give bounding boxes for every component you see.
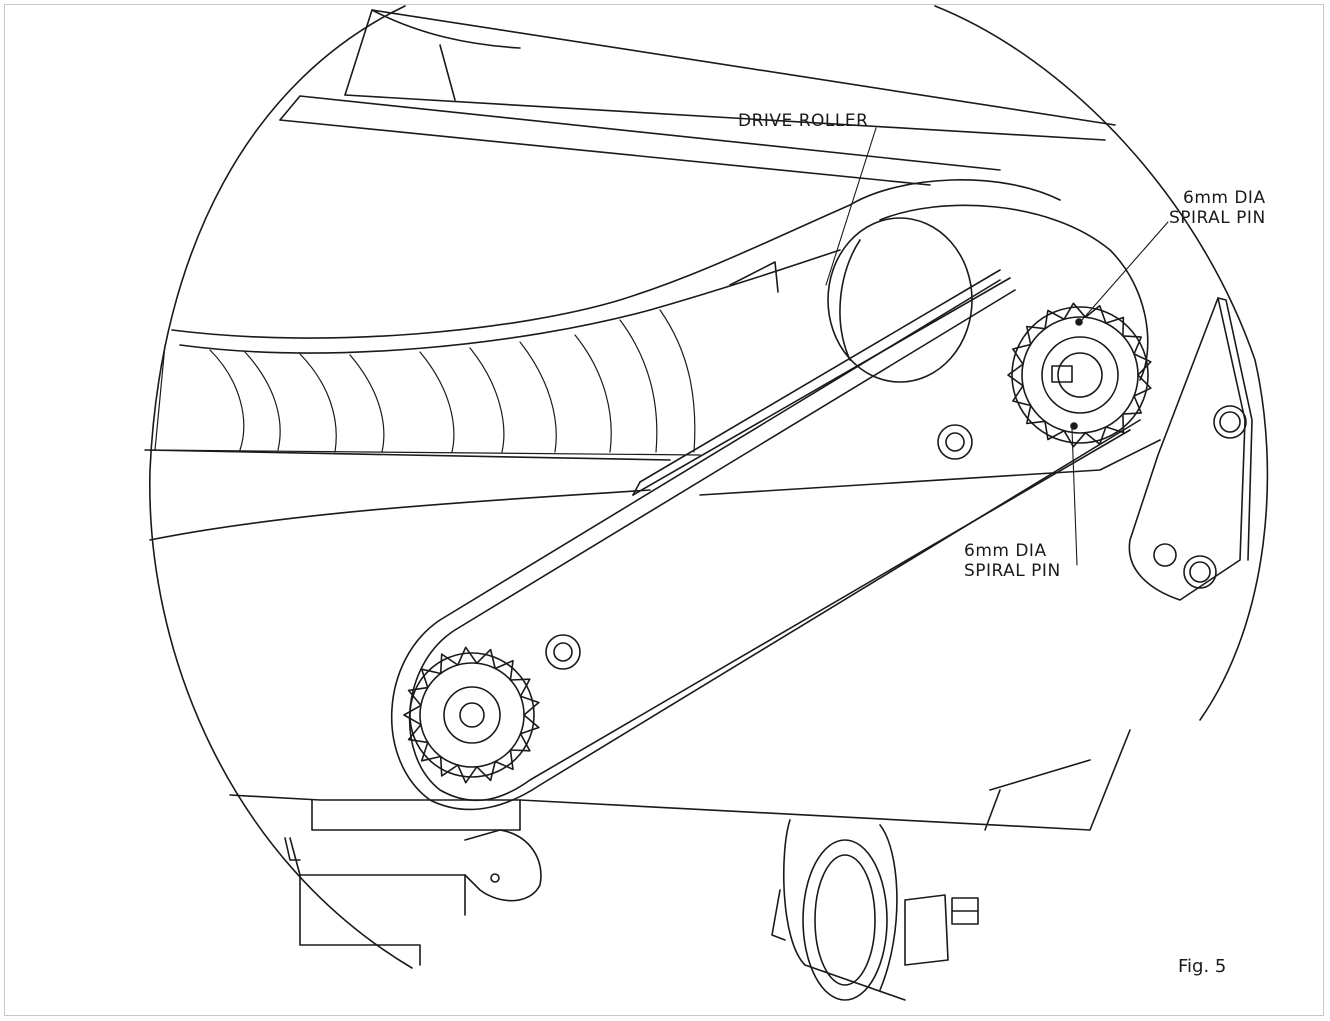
guard-standoff-lower bbox=[545, 634, 581, 670]
foot-assembly-left bbox=[284, 799, 542, 966]
lower-sprocket bbox=[403, 646, 540, 784]
spiral-pin-lower-label-line2: SPIRAL PIN bbox=[964, 561, 1061, 581]
spiral-pin-upper-label-line1: 6mm DIA bbox=[1183, 188, 1266, 208]
caster-wheel-assembly bbox=[771, 819, 979, 1001]
upper-sprocket bbox=[1007, 302, 1152, 448]
spiral-pin-upper-label-line2: SPIRAL PIN bbox=[1169, 208, 1266, 228]
leader-lines bbox=[825, 127, 1169, 566]
mounting-bracket bbox=[1128, 297, 1253, 601]
upper-frame bbox=[171, 9, 1116, 354]
chain-guard bbox=[391, 269, 1141, 811]
spiral-pin-lower bbox=[1070, 422, 1078, 430]
spiral-pin-upper bbox=[1075, 318, 1083, 326]
drive-roller-label: DRIVE ROLLER bbox=[738, 111, 869, 131]
sprocket-teeth bbox=[1007, 302, 1152, 448]
belt-slats bbox=[149, 309, 701, 456]
sprocket-teeth bbox=[403, 646, 540, 784]
drive-roller bbox=[729, 179, 1149, 383]
main-frame bbox=[144, 439, 1161, 831]
figure-frame bbox=[4, 4, 1324, 1016]
guard-standoff-upper bbox=[937, 424, 973, 460]
spiral-pin-lower-label-line1: 6mm DIA bbox=[964, 541, 1047, 561]
figure-number: Fig. 5 bbox=[1178, 956, 1227, 977]
detail-view-circle bbox=[149, 5, 1269, 969]
